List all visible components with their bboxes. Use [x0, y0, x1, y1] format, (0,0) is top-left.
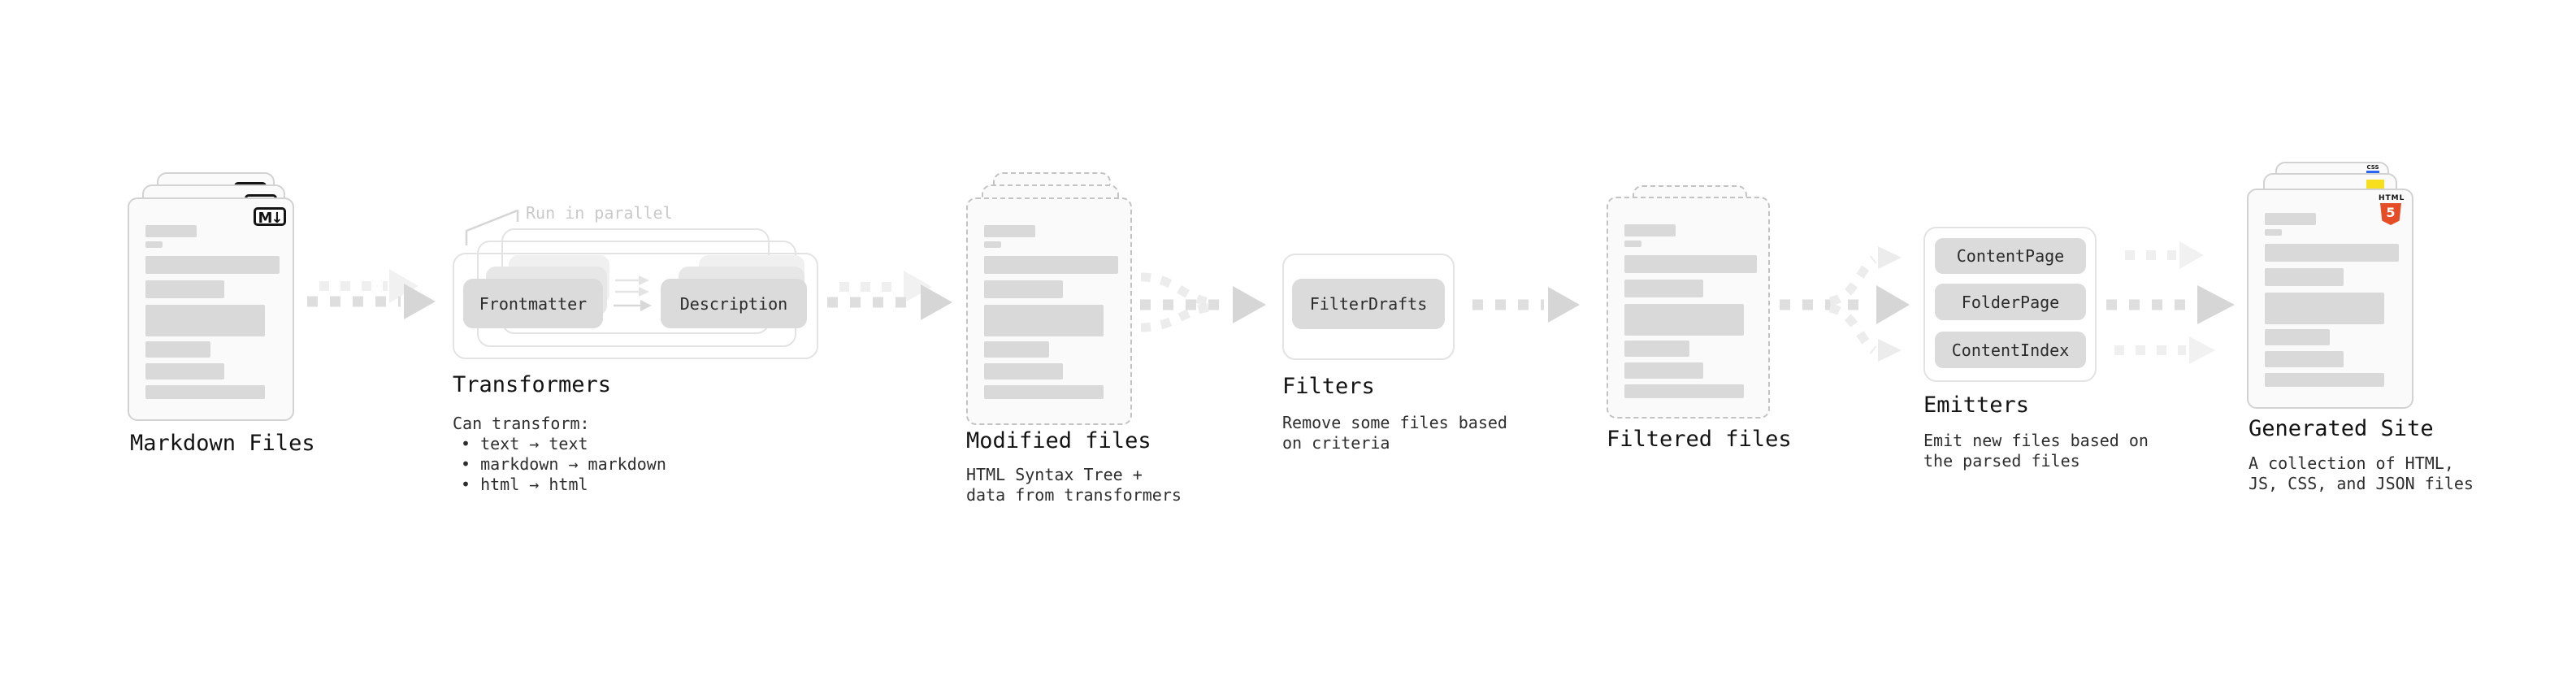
modified-files-caption: HTML Syntax Tree +	[966, 465, 1143, 484]
emitters-caption: the parsed files	[1923, 451, 2080, 471]
filter-step-filterdrafts: FilterDrafts	[1292, 279, 1445, 329]
transformers-label: Transformers	[453, 372, 612, 397]
arrow-emitters-to-site-top	[2125, 241, 2204, 269]
modified-files-label: Modified files	[966, 428, 1151, 453]
placeholder-bar	[145, 385, 265, 399]
emitters-caption: Emit new files based on	[1923, 431, 2149, 450]
placeholder-bar	[1624, 362, 1703, 379]
filters-caption: Remove some files based	[1282, 413, 1507, 432]
markdown-file-card: M↓	[128, 197, 294, 421]
emitters-label: Emitters	[1923, 393, 2030, 418]
javascript-icon	[2366, 180, 2384, 191]
arrow-markdown-to-transformers	[307, 269, 436, 319]
placeholder-bar	[1624, 255, 1757, 273]
markdown-files-label: Markdown Files	[130, 431, 315, 456]
filtered-files-label: Filtered files	[1607, 427, 1792, 452]
arrow-emitters-to-site-middle	[2106, 285, 2235, 324]
placeholder-bar	[145, 341, 210, 358]
emitter-step-contentpage: ContentPage	[1935, 238, 2086, 274]
placeholder-bar	[1624, 384, 1744, 398]
markdown-icon: M↓	[254, 207, 286, 227]
html5-icon: HTML 5	[2379, 195, 2404, 225]
placeholder-bar	[984, 385, 1104, 399]
emitter-step-folderpage: FolderPage	[1935, 284, 2086, 320]
filters-caption: on criteria	[1282, 433, 1390, 453]
placeholder-bar	[1624, 304, 1744, 336]
file-content-placeholder	[145, 225, 280, 399]
modified-files-caption: data from transformers	[966, 485, 1182, 505]
transformer-step-frontmatter: Frontmatter	[463, 279, 603, 328]
transformers-outline-front	[453, 253, 818, 359]
generated-site-caption: JS, CSS, and JSON files	[2249, 474, 2474, 493]
filtered-file-card	[1607, 197, 1770, 419]
transformers-caption-bullet: • text → text	[461, 434, 588, 453]
arrow-emitters-to-site-bottom	[2114, 336, 2215, 364]
placeholder-bar	[2265, 268, 2344, 286]
arrow-filtered-to-emitters-split	[1780, 246, 1910, 362]
site-file-card-html: HTML 5	[2247, 189, 2413, 409]
transformers-caption-intro: Can transform:	[453, 414, 590, 433]
file-content-placeholder	[984, 225, 1118, 399]
placeholder-bar	[984, 241, 1001, 248]
placeholder-bar	[1624, 241, 1641, 247]
placeholder-bar	[145, 363, 224, 380]
placeholder-bar	[984, 341, 1049, 358]
generated-site-caption: A collection of HTML,	[2249, 453, 2454, 473]
placeholder-bar	[984, 305, 1104, 336]
placeholder-bar	[984, 280, 1063, 298]
placeholder-bar	[2265, 244, 2399, 262]
placeholder-bar	[2265, 351, 2344, 367]
placeholder-bar	[145, 280, 224, 298]
placeholder-bar	[1624, 224, 1676, 236]
placeholder-bar	[145, 225, 197, 237]
run-in-parallel-annotation: Run in parallel	[526, 203, 673, 223]
placeholder-bar	[145, 256, 280, 274]
modified-file-card	[966, 197, 1132, 425]
placeholder-bar	[2265, 293, 2384, 324]
placeholder-bar	[984, 363, 1063, 380]
placeholder-bar	[2265, 229, 2282, 236]
file-content-placeholder	[1624, 224, 1759, 398]
css-icon: CSS	[2365, 164, 2381, 173]
placeholder-bar	[2265, 329, 2330, 345]
transformer-step-description: Description	[661, 279, 807, 328]
placeholder-bar	[984, 225, 1035, 237]
arrow-modified-to-filters-merge	[1140, 272, 1266, 332]
placeholder-bar	[145, 305, 265, 336]
placeholder-bar	[2265, 373, 2384, 387]
emitter-step-contentindex: ContentIndex	[1935, 332, 2086, 368]
placeholder-bar	[2265, 213, 2316, 225]
placeholder-bar	[1624, 340, 1689, 357]
transformers-caption-bullet: • markdown → markdown	[461, 454, 666, 474]
arrow-transformers-to-modified	[827, 271, 952, 320]
placeholder-bar	[1624, 280, 1703, 297]
arrow-filters-to-filtered	[1472, 287, 1580, 323]
generated-site-label: Generated Site	[2249, 416, 2434, 441]
filters-label: Filters	[1282, 374, 1375, 399]
transformers-caption-bullet: • html → html	[461, 475, 588, 494]
file-content-placeholder	[2265, 213, 2399, 387]
placeholder-bar	[984, 256, 1118, 274]
placeholder-bar	[145, 241, 163, 248]
